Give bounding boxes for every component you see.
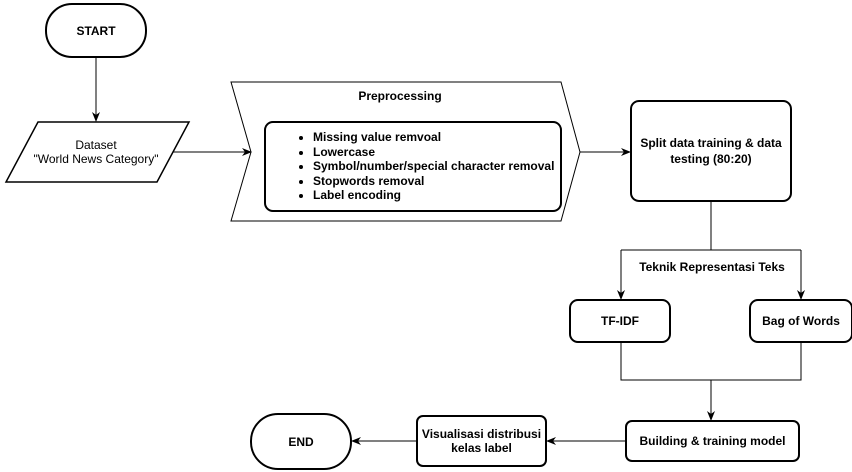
preprocessing-step: Stopwords removal	[313, 174, 581, 189]
tfidf-label: TF-IDF	[601, 314, 639, 328]
split-data-label: Split data training & data testing (80:2…	[631, 101, 791, 201]
preprocessing-step: Lowercase	[313, 145, 581, 160]
preprocessing-step: Missing value remvoal	[313, 130, 581, 145]
bag-of-words-label: Bag of Words	[762, 314, 840, 328]
dataset-label: Dataset "World News Category"	[20, 124, 172, 180]
representation-label: Teknik Representasi Teks	[630, 259, 794, 275]
connector-merge	[620, 342, 802, 381]
dataset-label-line1: Dataset	[75, 138, 117, 152]
visualisasi-label-line1: Visualisasi distribusi	[421, 427, 542, 441]
split-data-label-line1: Split data training & data	[640, 136, 782, 150]
preprocessing-steps-list: Missing value remvoal Lowercase Symbol/n…	[291, 130, 581, 203]
start-label: START	[76, 23, 116, 38]
visualisasi-label: Visualisasi distribusi kelas label	[417, 416, 546, 466]
preprocessing-title: Preprocessing	[358, 89, 442, 103]
end-label: END	[288, 434, 314, 449]
dataset-label-line2: "World News Category"	[33, 152, 159, 166]
preprocessing-steps-box	[264, 121, 562, 212]
preprocessing-step: Label encoding	[313, 188, 581, 203]
preprocessing-step: Symbol/number/special character removal	[313, 159, 581, 174]
building-model-label: Building & training model	[639, 434, 786, 448]
tfidf-box	[569, 299, 671, 343]
dataset-parallelogram	[4, 121, 191, 183]
visualisasi-label-line2: kelas label	[451, 441, 512, 455]
split-data-label-line2: testing (80:20)	[670, 152, 752, 166]
